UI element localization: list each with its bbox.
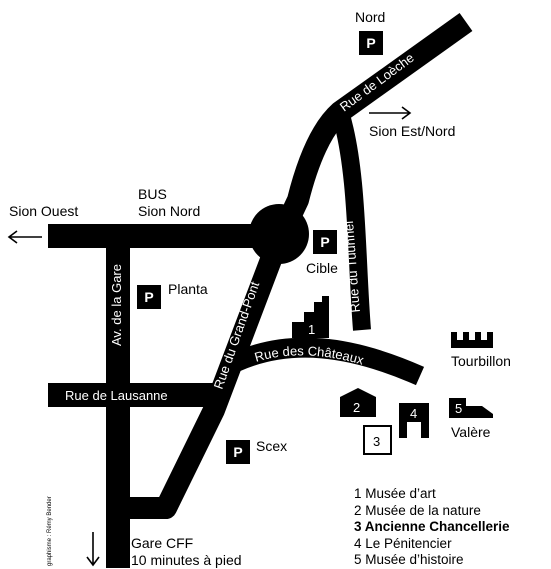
parking-scex-icon: P [226,440,250,464]
roads [48,13,473,568]
svg-text:P: P [233,444,242,460]
svg-text:P: P [320,234,329,250]
tourbillon-castle-icon [451,332,493,348]
label-bus-sion-nord: Sion Nord [138,203,200,219]
svg-text:P: P [366,35,375,51]
marker-3-ancienne-chancellerie-icon: 3 [363,425,392,455]
marker-5-musee-histoire-icon: 5 [449,398,493,418]
arrow-gare-icon [86,532,100,567]
road-label-rue-de-loeche: Rue de Loèche [337,50,417,114]
marker-2-musee-nature-icon: 2 [340,388,376,417]
label-bus: BUS [138,186,167,202]
svg-text:2: 2 [353,400,360,415]
legend-item-3: 3 Ancienne Chancellerie [354,519,510,535]
road-rue-du-tuunnel [331,109,371,331]
svg-text:5: 5 [455,401,462,416]
parking-nord-icon: P [359,31,383,55]
road-rue-des-chateaux [231,337,425,386]
road-label-av-de-la-gare: Av. de la Gare [109,264,124,346]
parking-cible-icon: P [313,230,337,254]
label-planta: Planta [168,281,208,297]
roundabout [249,204,309,264]
credit-text: graphisme : Rémy Bender [47,496,53,566]
label-nord: Nord [355,9,385,25]
road-label-rue-du-tuunnel: Rue du Tuunnel [341,220,363,313]
svg-text:1: 1 [308,322,315,337]
label-scex: Scex [256,438,287,454]
label-gare-walk-time: 10 minutes à pied [131,552,242,568]
legend-item-5: 5 Musée d’histoire [354,552,464,568]
marker-4-penitencier-icon: 4 [399,403,429,438]
label-sion-est-nord: Sion Est/Nord [369,123,455,139]
marker-1-musee-art-icon: 1 [292,296,329,338]
road-label-rue-de-lausanne: Rue de Lausanne [65,388,168,403]
parking-planta-icon: P [137,285,161,309]
legend-list: 1 Musée d’art 2 Musée de la nature 3 Anc… [354,486,510,569]
arrow-sion-est-nord-icon [369,106,412,120]
svg-text:4: 4 [410,406,417,421]
label-sion-ouest: Sion Ouest [9,203,78,219]
label-cible: Cible [306,260,338,276]
label-tourbillon: Tourbillon [451,353,511,369]
legend-item-2: 2 Musée de la nature [354,502,481,518]
svg-text:P: P [144,289,153,305]
legend-item-1: 1 Musée d’art [354,486,436,501]
label-valere: Valère [451,424,491,440]
legend-item-4: 4 Le Pénitencier [354,535,452,551]
road-rue-du-grand-pont [118,232,291,519]
arrow-sion-ouest-icon [7,230,42,244]
svg-text:3: 3 [373,434,380,449]
label-gare-cff: Gare CFF [131,535,193,551]
